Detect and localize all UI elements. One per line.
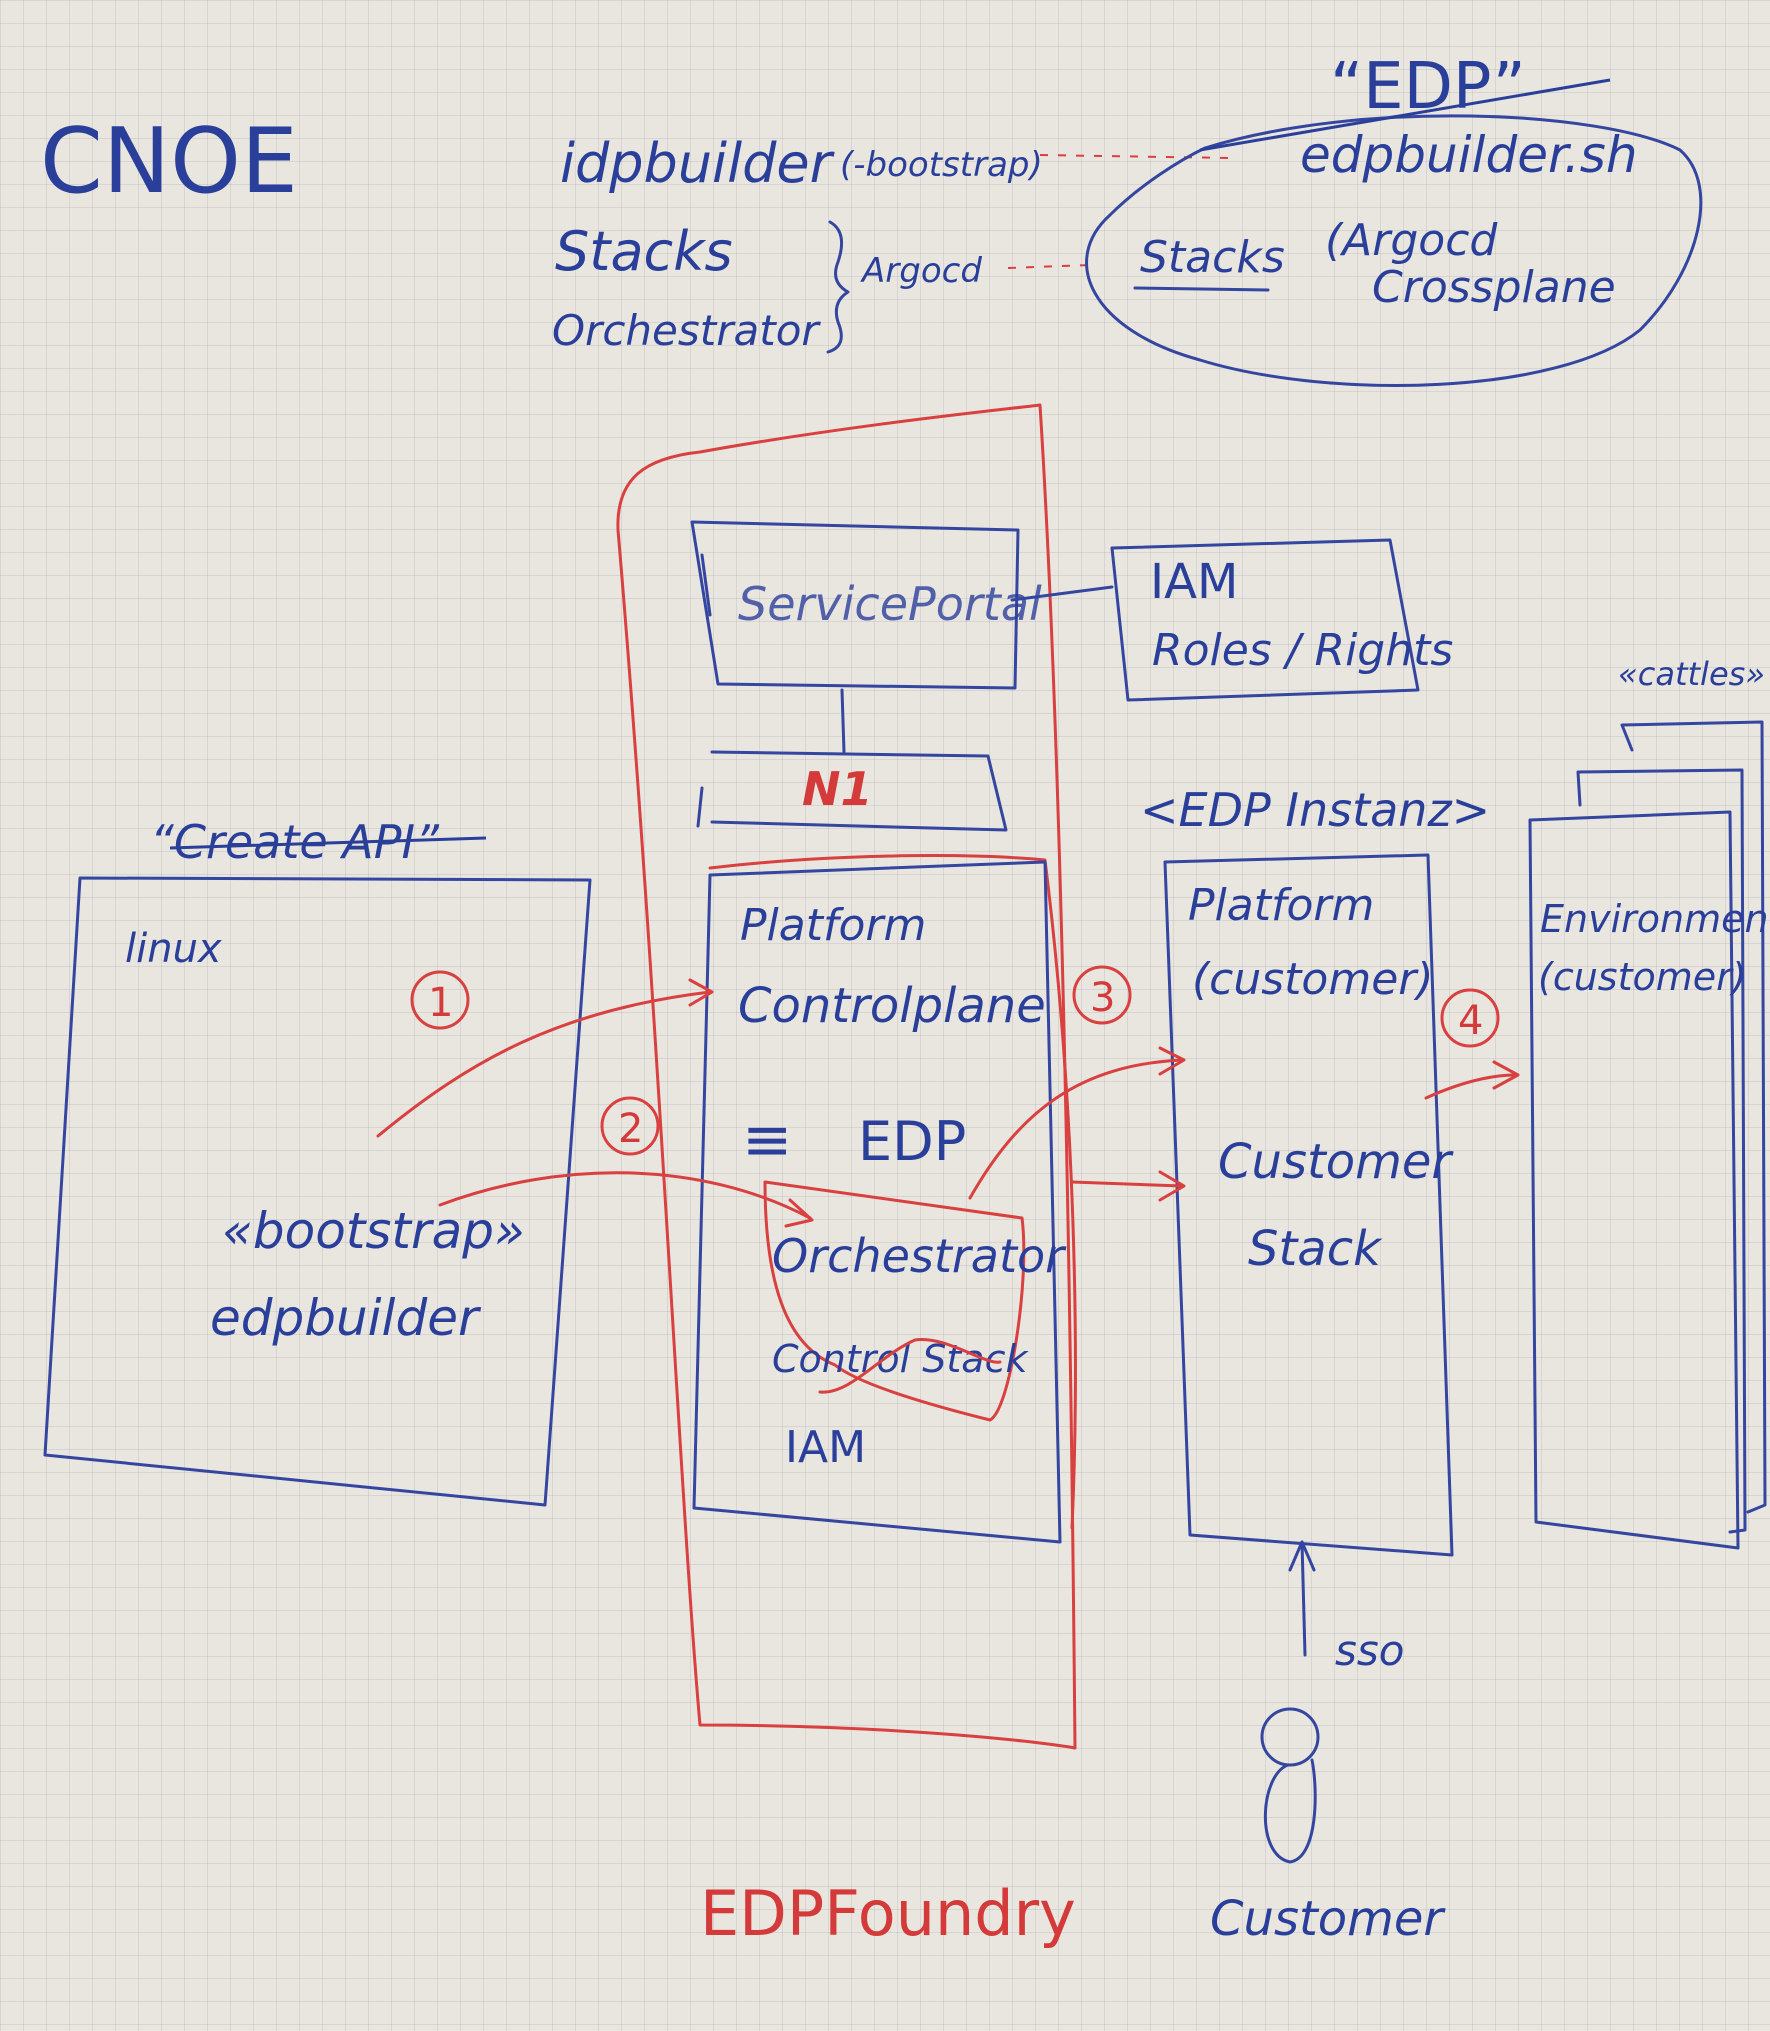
controlplane-line1: Platform <box>740 900 926 951</box>
inner-iam-label: IAM <box>785 1422 866 1473</box>
instance-line2: (customer) <box>1192 954 1434 1005</box>
step3-circle <box>1072 965 1132 1025</box>
edp-foundry-footer: EDPFoundry <box>700 1877 1076 1950</box>
edp-ellipse <box>1085 114 1703 387</box>
api-label: N1 <box>802 762 873 816</box>
linux-label: linux <box>125 926 222 972</box>
portal-to-iam-line <box>1010 585 1114 602</box>
controlplane-box <box>692 860 1062 1544</box>
step3-arrowhead-upper <box>1158 1046 1186 1076</box>
customer-stack-line1: Customer <box>1218 1134 1454 1190</box>
step2-arrow <box>438 1171 812 1220</box>
step2-circle <box>600 1096 660 1156</box>
step3-arrow-lower <box>1070 1180 1184 1188</box>
customer-head <box>1260 1707 1320 1767</box>
bootstrap-small-label: (-bootstrap) <box>840 145 1043 185</box>
step4-circle <box>1440 988 1500 1048</box>
edp-stacks-label: Stacks <box>1140 232 1285 283</box>
service-portal-box <box>690 520 1020 690</box>
linux-host-box <box>43 876 592 1507</box>
orchestrator-inner-label: Orchestrator <box>772 1229 1067 1283</box>
idpbuilder-label: idpbuilder <box>560 132 835 195</box>
edpbuilder-tool-label: edpbuilder <box>210 1289 482 1347</box>
portal-to-api-line <box>840 688 846 754</box>
edp-label: EDP <box>858 1110 966 1173</box>
env-stack-back2 <box>1620 720 1767 1514</box>
bootstrap-stereotype: «bootstrap» <box>222 1202 525 1260</box>
step2-number: 2 <box>618 1106 643 1152</box>
argocd-to-stacks-dash <box>1007 264 1091 269</box>
cnoe-title: CNOE <box>40 109 298 214</box>
customer-body <box>1263 1758 1317 1864</box>
orchestrator-red-box <box>763 1180 1026 1422</box>
env-line1: Environments <box>1540 897 1770 941</box>
iam-label: IAM <box>1150 554 1238 610</box>
edp-tools-line1: (Argocd <box>1325 215 1498 266</box>
service-portal-left-tick <box>700 553 712 617</box>
argocd-small-label: Argocd <box>860 251 982 291</box>
step3-arrow-upper <box>968 1058 1184 1200</box>
step3-arrowhead-lower <box>1158 1170 1186 1202</box>
step4-arrow <box>1424 1073 1517 1100</box>
edp-title-strike <box>1199 78 1611 152</box>
equals-symbol: ≡ <box>742 1105 792 1175</box>
controlplane-line2: Controlplane <box>738 978 1046 1034</box>
edp-instance-box <box>1163 853 1454 1557</box>
sso-arrowhead <box>1288 1540 1316 1572</box>
edp-foundry-boundary <box>616 403 1077 1750</box>
control-stack-label: Control Stack <box>772 1337 1029 1381</box>
customer-label: Customer <box>1210 1891 1446 1947</box>
control-stack-red-scribble <box>818 1337 1002 1394</box>
customer-stack-line2: Stack <box>1248 1221 1383 1277</box>
step1-arrowhead <box>688 978 714 1007</box>
roles-rights-label: Roles / Rights <box>1152 625 1453 676</box>
stacks-label: Stacks <box>555 220 733 283</box>
sso-label: sso <box>1335 1626 1404 1675</box>
env-stack-back1 <box>1576 768 1747 1534</box>
step2-arrowhead <box>784 1198 814 1228</box>
edp-cloud-title: “EDP” <box>1330 50 1526 124</box>
edp-stacks-underline <box>1133 286 1270 292</box>
env-box <box>1528 810 1740 1550</box>
step3-number: 3 <box>1090 975 1115 1021</box>
instance-line1: Platform <box>1188 880 1374 931</box>
step1-circle <box>410 970 470 1030</box>
iam-roles-box <box>1110 538 1420 702</box>
edp-tools-line2: Crossplane <box>1372 262 1616 313</box>
cattles-header: «cattles» <box>1618 655 1765 693</box>
api-box <box>710 750 1008 832</box>
stacks-brace <box>826 220 850 354</box>
edp-instance-header: <EDP Instanz> <box>1140 783 1490 837</box>
step4-arrowhead <box>1492 1060 1520 1090</box>
controlplane-box-red-top <box>708 854 1077 1530</box>
step1-number: 1 <box>428 980 453 1026</box>
edpbuilder-script-label: edpbuilder.sh <box>1300 126 1638 184</box>
step1-arrow <box>376 990 712 1138</box>
orchestrator-label: Orchestrator <box>552 306 821 355</box>
sso-arrow-shaft <box>1300 1540 1307 1657</box>
api-left-tick <box>696 786 704 828</box>
cnoe-to-edp-dash <box>1039 154 1231 159</box>
service-portal-label: ServicePortal <box>738 577 1042 631</box>
step4-number: 4 <box>1458 998 1483 1044</box>
env-line2: (customer) <box>1538 955 1747 999</box>
create-api-strike <box>169 836 487 850</box>
